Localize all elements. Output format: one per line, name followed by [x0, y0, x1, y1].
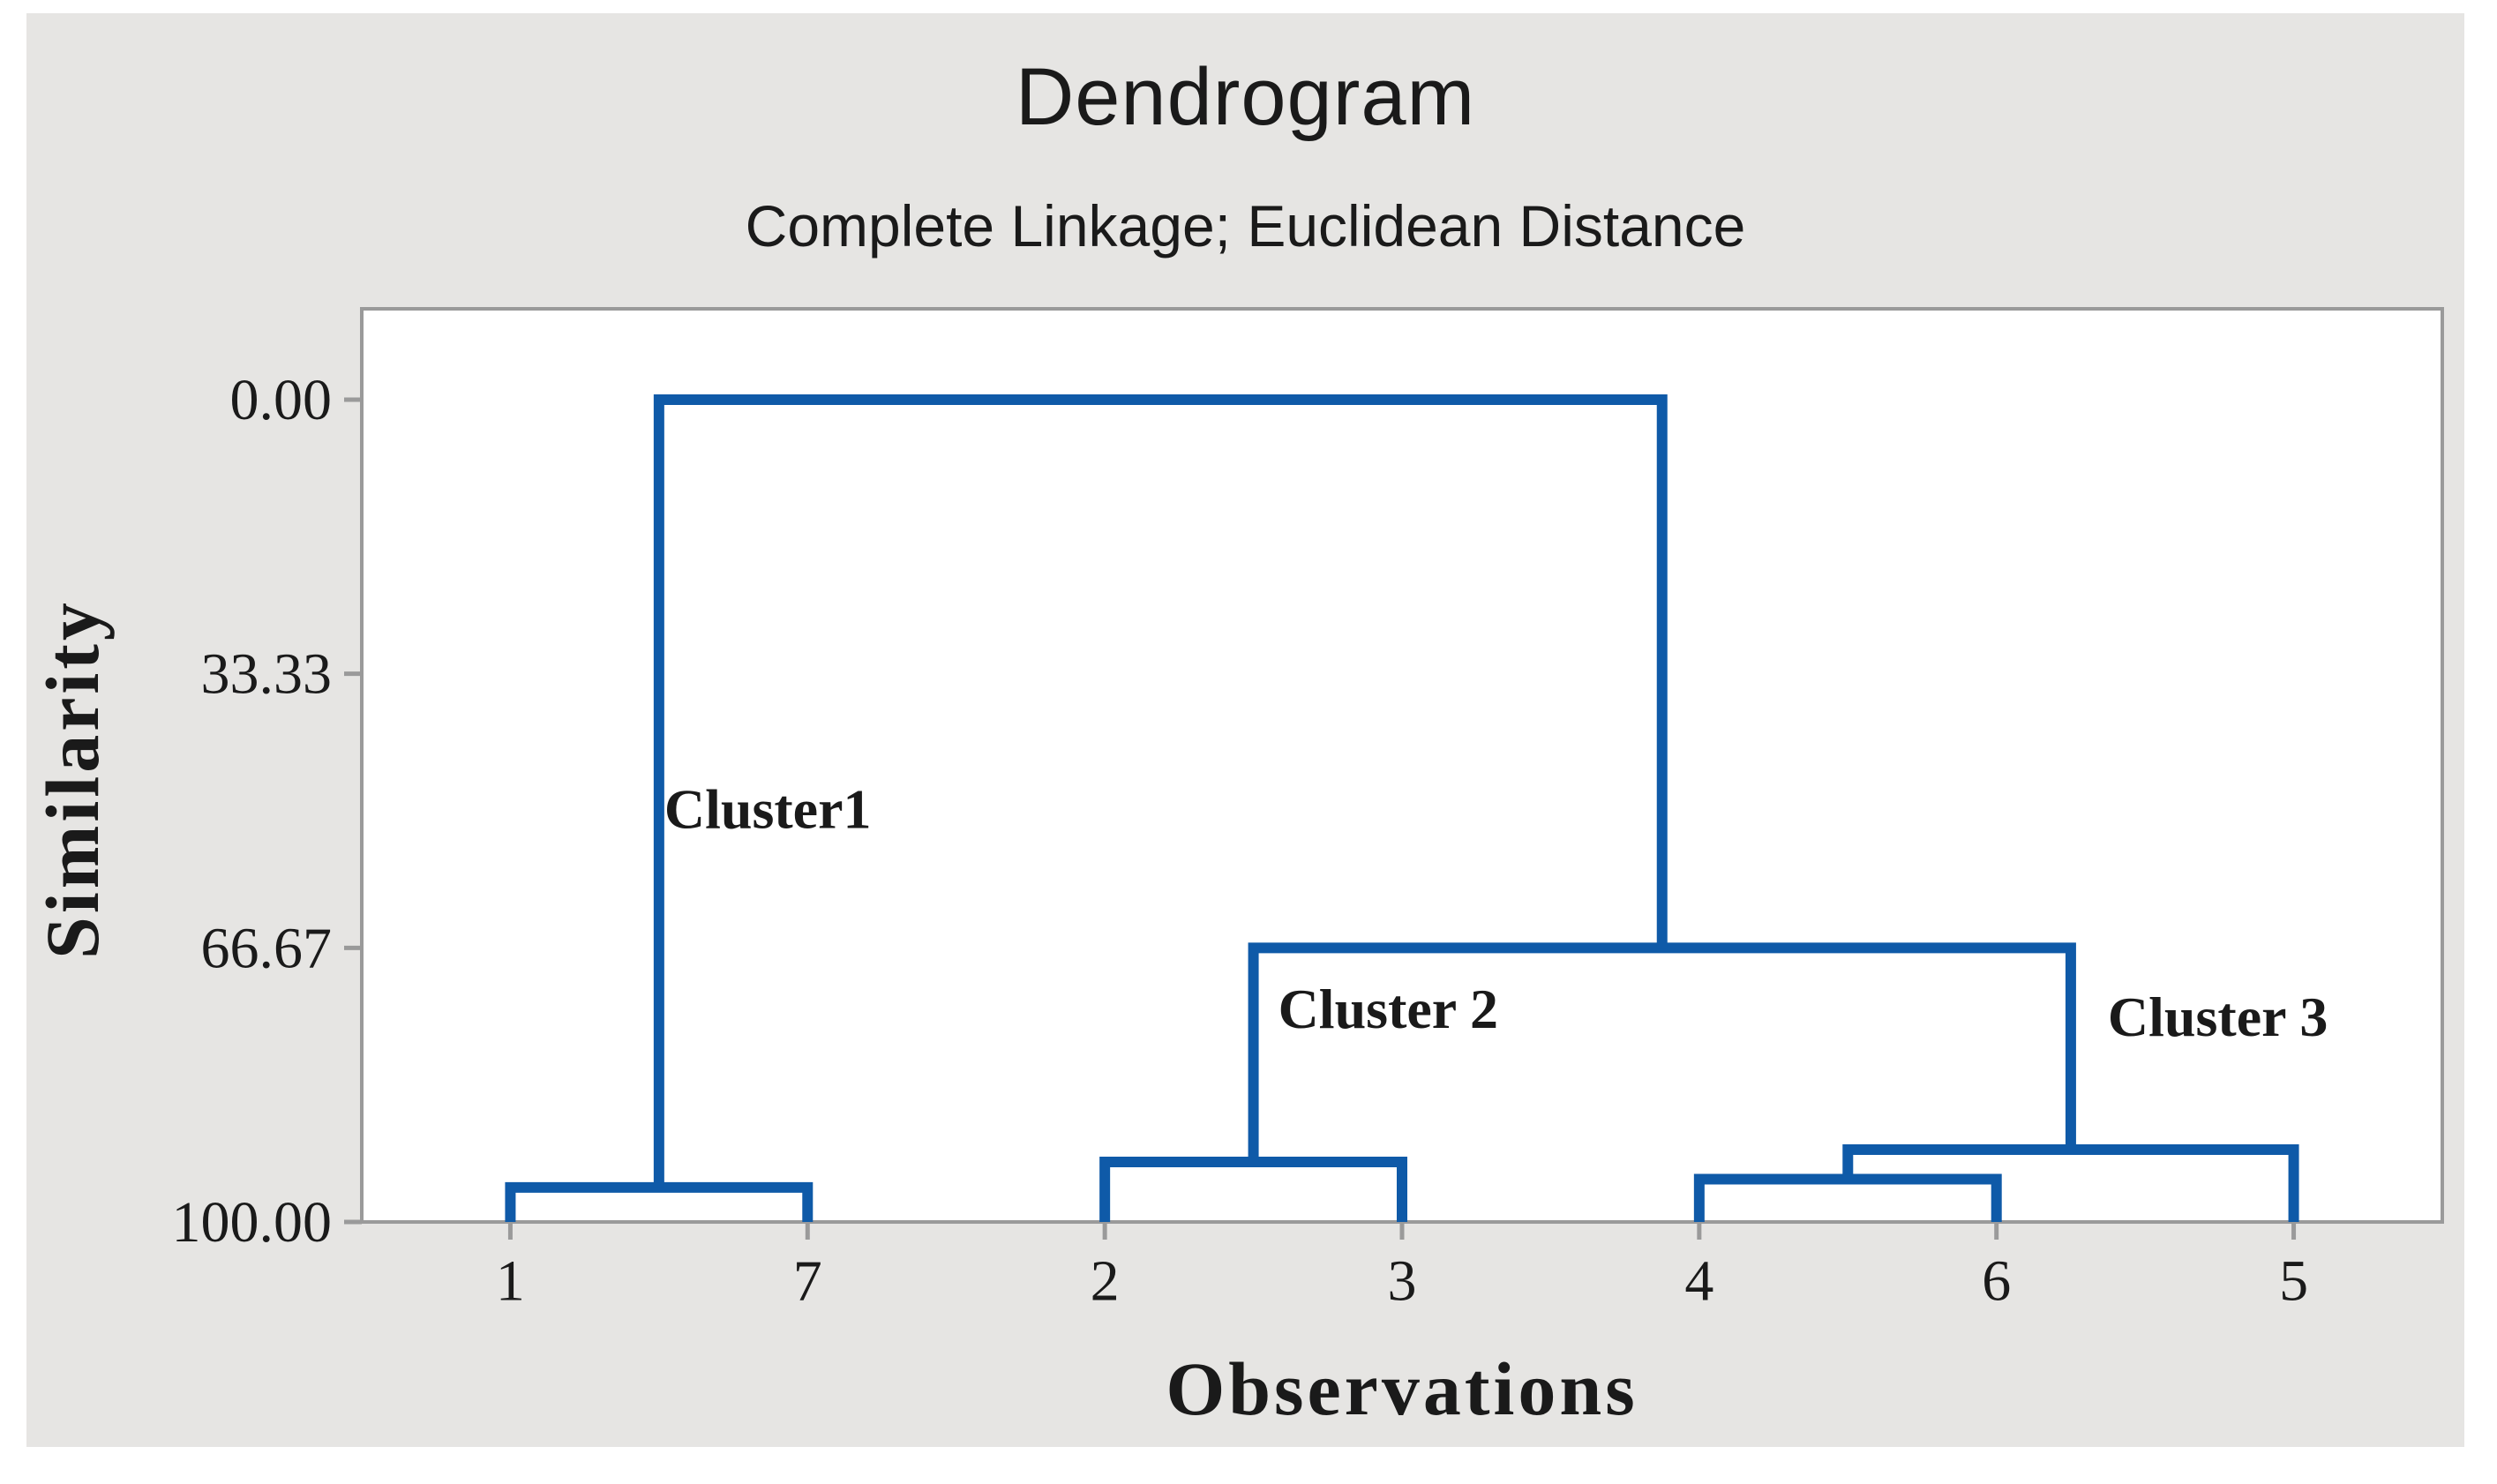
chart-title: Dendrogram [1015, 52, 1476, 142]
y-tick-label: 100.00 [172, 1190, 333, 1255]
y-tick-label: 0.00 [230, 368, 333, 432]
y-tick-label: 33.33 [201, 642, 333, 707]
x-tick-label: 4 [1684, 1248, 1713, 1313]
x-tick-label: 2 [1091, 1248, 1120, 1313]
x-tick-label: 3 [1388, 1248, 1417, 1313]
axis-tick-labels: 1 7 2 3 4 6 5 0.00 33.33 66.67 100.00 [172, 368, 2309, 1313]
cluster-label: Cluster 3 [2108, 986, 2328, 1048]
x-tick-label: 1 [496, 1248, 525, 1313]
y-axis-title: Similarity [30, 599, 115, 959]
dendrogram-link [653, 394, 1668, 1188]
x-tick-label: 7 [793, 1248, 822, 1313]
y-tick-label: 66.67 [201, 916, 333, 980]
axis-ticks [344, 397, 2297, 1240]
dendrogram-link [1693, 1173, 2002, 1222]
cluster-label: Cluster1 [664, 777, 872, 840]
dendrogram-link [505, 1181, 814, 1222]
plot-area [360, 307, 2444, 1224]
x-axis-title: Observations [1166, 1346, 1638, 1431]
x-tick-label: 6 [1982, 1248, 2011, 1313]
dendrogram-links [505, 394, 2299, 1222]
cluster-label: Cluster 2 [1278, 978, 1498, 1040]
chart-subtitle: Complete Linkage; Euclidean Distance [745, 193, 1746, 259]
x-tick-label: 5 [2279, 1248, 2308, 1313]
